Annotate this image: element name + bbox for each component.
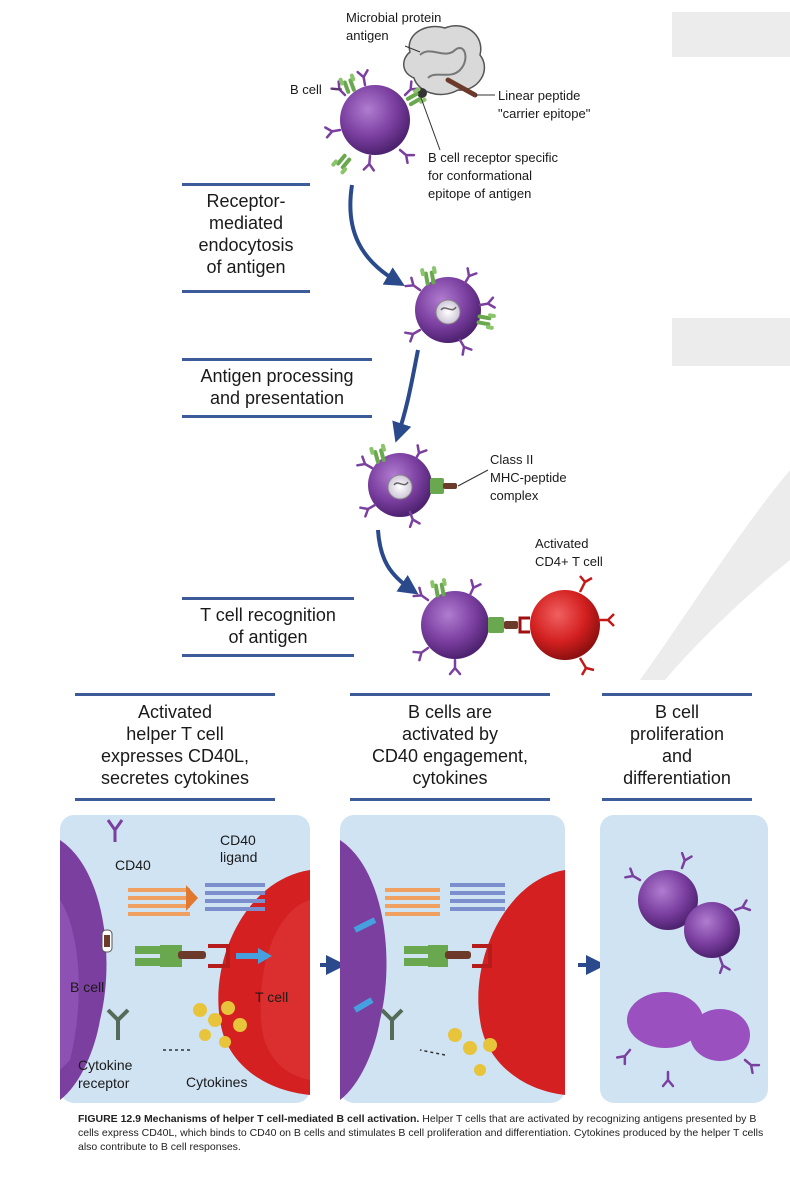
antigen-blob	[403, 25, 486, 98]
step2-line: and presentation	[209, 388, 345, 408]
bg-decoration	[672, 12, 790, 57]
panel2-line: CD40 engagement,	[371, 746, 529, 766]
label-bcr-specific: B cell receptor specific	[428, 150, 559, 165]
label-microbial-protein: Microbial protein	[346, 10, 441, 25]
label-b-cell-panel: B cell	[70, 979, 104, 995]
b-cell-stage4	[412, 577, 518, 676]
flow-arrow	[376, 529, 419, 595]
panel1-header: Activated helper T cell expresses CD40L,…	[75, 693, 275, 801]
label-cd40-ligand-2: ligand	[220, 849, 257, 865]
step3-line: T cell recognition	[200, 605, 336, 625]
label-cd40-ligand-1: CD40	[220, 832, 256, 848]
label-mhc-peptide: MHC-peptide	[490, 470, 567, 485]
flow-arrow	[348, 184, 405, 287]
panel2-header: B cells are activated by CD40 engagement…	[350, 693, 550, 801]
panel3-line: and	[661, 746, 693, 766]
step3-line: of antigen	[228, 627, 308, 647]
label-class-ii: Class II	[490, 452, 533, 467]
b-cell-stage1	[324, 69, 428, 176]
step1-line: Receptor-	[206, 191, 286, 211]
panel3-header: B cell proliferation and differentiation	[602, 693, 752, 801]
leader-line	[404, 45, 421, 53]
label-t-cell-panel: T cell	[255, 989, 288, 1005]
step-endocytosis: Receptor- mediated endocytosis of antige…	[182, 183, 310, 293]
panel2-line: activated by	[401, 724, 499, 744]
step1-line: mediated	[208, 213, 284, 233]
label-b-cell-top: B cell	[290, 82, 322, 97]
label-cd40: CD40	[115, 857, 151, 873]
label-complex: complex	[490, 488, 539, 503]
panel-1	[60, 815, 310, 1103]
step-processing: Antigen processing and presentation	[182, 358, 372, 418]
panel3-line: differentiation	[623, 768, 731, 788]
label-bcr-epitope: epitope of antigen	[428, 186, 531, 201]
b-cell-stage3	[356, 443, 457, 529]
caption-heading: FIGURE 12.9 Mechanisms of helper T cell-…	[78, 1113, 420, 1125]
label-carrier-epitope: "carrier epitope"	[498, 106, 591, 121]
b-cell-stage2	[404, 265, 497, 356]
step1-line: endocytosis	[198, 235, 294, 255]
flow-arrow	[392, 349, 420, 443]
label-bcr-conformational: for conformational	[428, 168, 532, 183]
panel1-line: Activated	[137, 702, 213, 722]
label-antigen: antigen	[346, 28, 389, 43]
label-cytokine: Cytokine	[78, 1057, 133, 1073]
label-cd4-t-cell: CD4+ T cell	[535, 554, 603, 569]
panel1-line: expresses CD40L,	[100, 746, 250, 766]
panel3-line: proliferation	[629, 724, 725, 744]
figure-caption: FIGURE 12.9 Mechanisms of helper T cell-…	[78, 1112, 778, 1154]
panel1-line: helper T cell	[126, 724, 224, 744]
label-cytokines: Cytokines	[186, 1074, 247, 1090]
label-activated: Activated	[535, 536, 588, 551]
panel1-line: secretes cytokines	[100, 768, 250, 788]
step1-line: of antigen	[206, 257, 286, 277]
panel2-line: B cells are	[407, 702, 493, 722]
bg-decoration	[672, 318, 790, 366]
step2-line: Antigen processing	[200, 366, 354, 386]
t-cell-activated	[518, 575, 615, 676]
bg-decoration	[640, 470, 790, 680]
label-linear-peptide: Linear peptide	[498, 88, 580, 103]
label-receptor: receptor	[78, 1075, 130, 1091]
caption-body: Helper T cells that are activated by rec…	[78, 1113, 764, 1153]
panel2-line: cytokines	[412, 768, 488, 788]
step-recognition: T cell recognition of antigen	[182, 597, 354, 657]
panel-2	[340, 815, 565, 1103]
leader-line	[419, 94, 441, 151]
panel3-line: B cell	[654, 702, 699, 722]
panel-3	[600, 815, 768, 1103]
leader-line	[457, 469, 489, 487]
